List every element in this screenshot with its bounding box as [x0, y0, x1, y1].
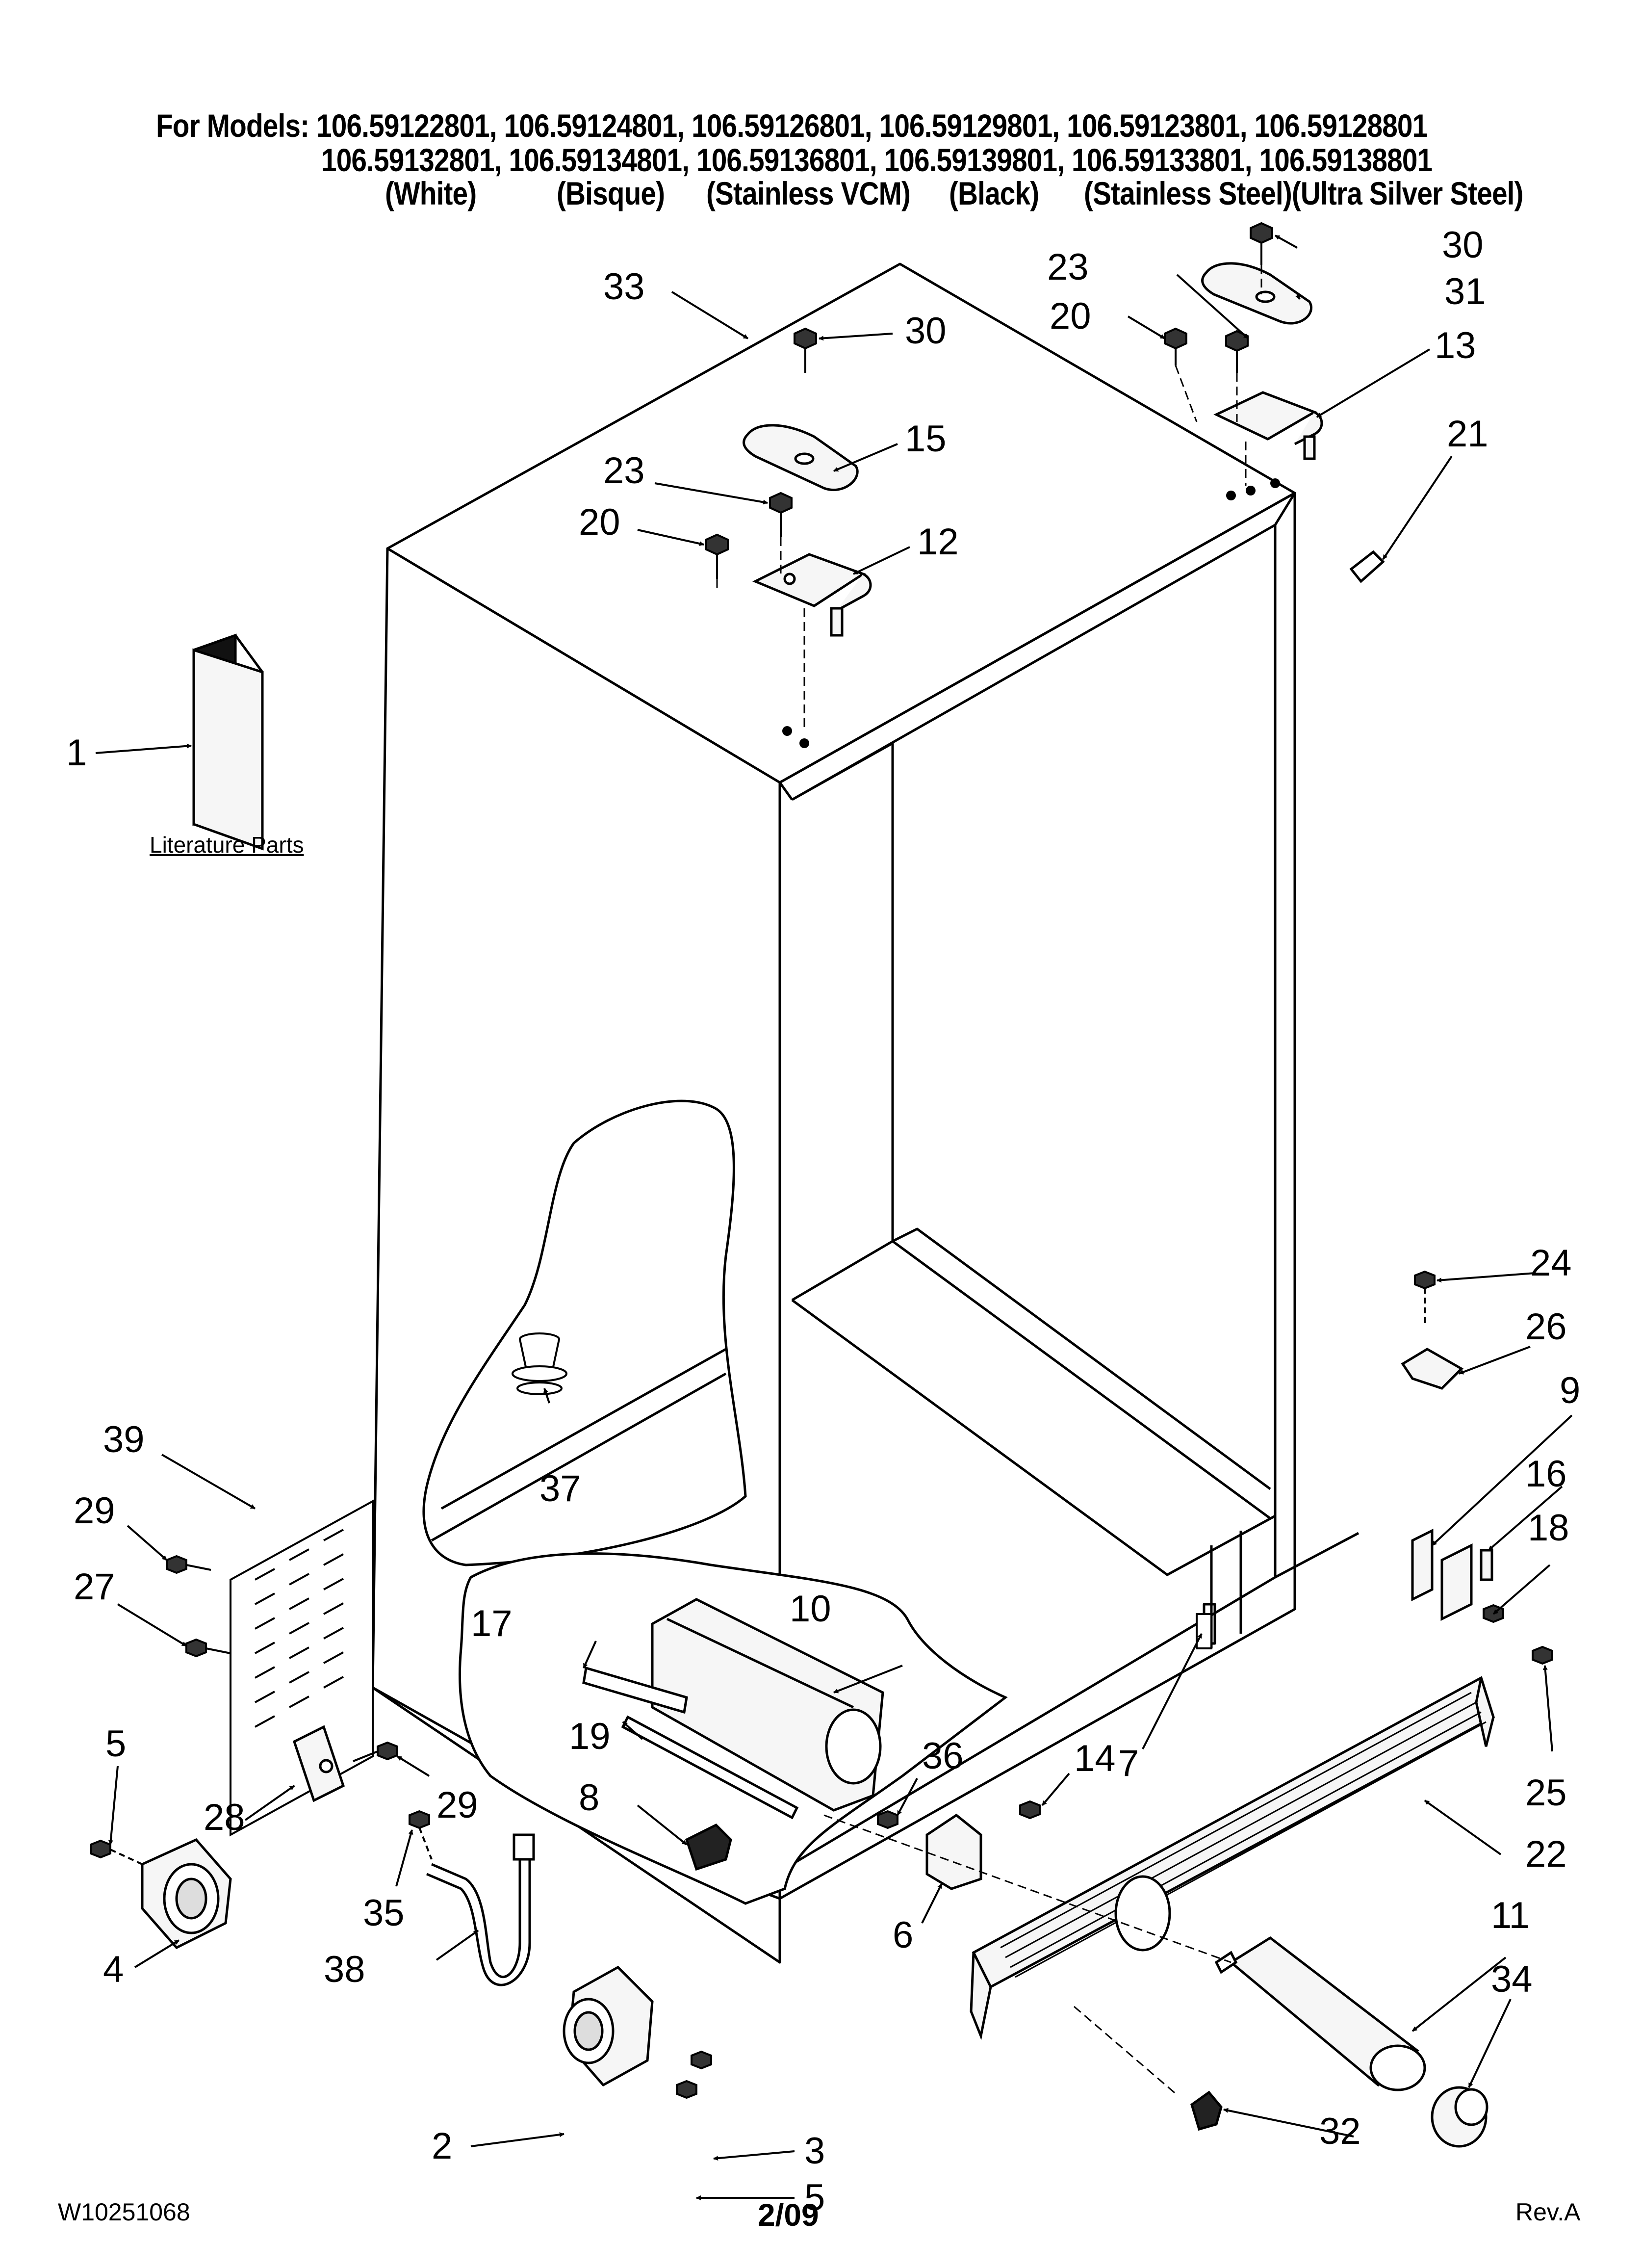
literature-book	[192, 633, 264, 851]
part-16-pin-bracket	[1440, 1543, 1493, 1621]
hinge-cover-left	[743, 424, 859, 492]
models-line-1: For Models: 106.59122801, 106.59124801, …	[156, 107, 1428, 144]
part-4-wheel-assembly	[141, 1838, 232, 1950]
part-2-roller-assembly	[563, 1965, 654, 2087]
callout-labels: 1 2 3 4 5 5 6 7 8 9 10 11 12 13 14 15 16…	[66, 224, 1580, 2218]
callout-31: 31	[1444, 271, 1486, 313]
hinge-cover-right	[1201, 262, 1312, 325]
screw-29-bracket	[353, 1741, 398, 1762]
callout-22: 22	[1525, 1833, 1567, 1875]
callout-30-left: 30	[905, 310, 947, 352]
part-10-filter-housing	[651, 1598, 884, 1812]
callout-11: 11	[1491, 1895, 1530, 1936]
callout-38: 38	[324, 1949, 365, 1990]
callout-19: 19	[569, 1716, 611, 1757]
callout-27: 27	[74, 1566, 115, 1608]
document-number: W10251068	[58, 2198, 190, 2226]
callout-25: 25	[1525, 1772, 1567, 1814]
finish-stainless-ultra: (Stainless Steel)(Ultra Silver Steel)	[1084, 175, 1523, 211]
assembly-lines-left	[716, 537, 805, 731]
part-6-bracket	[925, 1813, 982, 1890]
screws-vent	[166, 1555, 231, 1658]
revision-label: Rev.A	[1515, 2198, 1581, 2226]
callout-29-left: 29	[74, 1490, 115, 1532]
callout-8: 8	[579, 1777, 599, 1819]
callout-10: 10	[790, 1588, 831, 1630]
callout-1: 1	[66, 732, 87, 774]
callout-30-right: 30	[1442, 224, 1484, 266]
assembly-lines-right	[1175, 265, 1262, 486]
finish-bisque: (Bisque)	[557, 175, 665, 211]
part-26-bracket	[1401, 1348, 1464, 1390]
callout-3: 3	[804, 2130, 825, 2172]
screw-36	[877, 1810, 898, 1829]
part-39-vent	[230, 1499, 374, 1837]
finish-stainless-vcm: (Stainless VCM)	[706, 175, 911, 211]
callout-28: 28	[204, 1797, 245, 1838]
callout-35: 35	[363, 1892, 405, 1934]
callout-20-left: 20	[579, 501, 620, 543]
part-37-plug	[512, 1332, 567, 1395]
callout-17: 17	[471, 1603, 513, 1644]
screw-35	[409, 1810, 433, 1860]
finish-black: (Black)	[949, 175, 1039, 211]
callout-7: 7	[1118, 1743, 1139, 1784]
callout-29-bracket: 29	[436, 1784, 478, 1826]
callout-20-right: 20	[1050, 295, 1091, 337]
header: For Models: 106.59122801, 106.59124801, …	[0, 0, 1642, 211]
callout-34: 34	[1491, 1958, 1533, 2000]
callout-18: 18	[1528, 1507, 1569, 1549]
screw-5-left	[90, 1839, 143, 1865]
part-9-plate	[1411, 1528, 1434, 1602]
part-11-water-filter	[1214, 1936, 1426, 2091]
callout-14: 14	[1074, 1738, 1116, 1779]
callout-21: 21	[1447, 413, 1488, 455]
callout-2: 2	[432, 2125, 452, 2167]
part-8-block	[685, 1823, 732, 1871]
screws-right-hinge	[1164, 222, 1273, 373]
callout-5-left: 5	[105, 1723, 126, 1765]
callout-16: 16	[1525, 1453, 1567, 1495]
screws-left-hinge	[705, 327, 817, 579]
screw-24	[1414, 1270, 1436, 1325]
part-21-clip	[1349, 550, 1385, 583]
assembly-lines-bottom	[823, 1814, 1232, 2096]
callout-26: 26	[1525, 1306, 1567, 1348]
callout-5-bottom: 5	[804, 2177, 825, 2218]
callout-33: 33	[603, 266, 645, 308]
part-32-clip	[1190, 2090, 1223, 2131]
callout-32: 32	[1319, 2111, 1361, 2152]
part-34-filter-cap	[1431, 2086, 1488, 2148]
screw-14	[1019, 1800, 1041, 1820]
callout-23-right: 23	[1047, 246, 1089, 288]
part-22-base-grille	[970, 1676, 1495, 2040]
callout-23-left: 23	[603, 450, 645, 492]
leader-lines	[95, 235, 1573, 2200]
hinge-left	[752, 553, 872, 637]
screws-3-5-bottom	[676, 2050, 712, 2099]
part-28-bracket	[292, 1725, 345, 1802]
callout-37: 37	[539, 1468, 581, 1510]
callout-12: 12	[917, 521, 959, 563]
part-17-rod	[582, 1666, 688, 1714]
revision-date: 2/09	[758, 2197, 819, 2233]
callout-39: 39	[103, 1419, 145, 1460]
finish-white: (White)	[385, 175, 477, 211]
callout-36: 36	[922, 1735, 964, 1777]
cutaway-upper	[422, 1099, 747, 1566]
callout-4: 4	[103, 1949, 124, 1990]
part-7-plate	[1196, 1613, 1212, 1649]
callout-9: 9	[1560, 1370, 1580, 1411]
hinge-right	[1213, 391, 1323, 460]
models-line-2: 106.59132801, 106.59134801, 106.59136801…	[321, 142, 1433, 178]
part-38-water-tube	[426, 1833, 535, 1986]
callout-24: 24	[1530, 1242, 1572, 1284]
callout-13: 13	[1435, 325, 1476, 366]
literature-parts-caption: Literature Parts	[150, 832, 304, 858]
callout-6: 6	[893, 1914, 913, 1956]
callout-15: 15	[905, 418, 947, 460]
